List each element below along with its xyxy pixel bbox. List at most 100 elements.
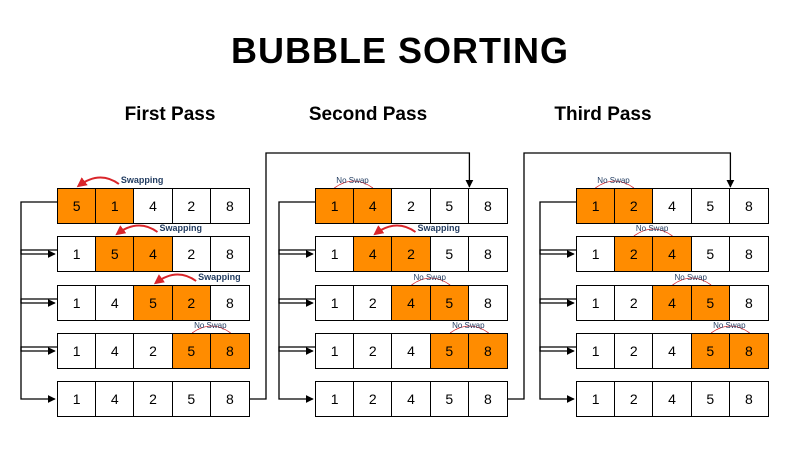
flow-arrow [20,201,57,258]
array-cell-compared: 8 [468,334,507,368]
array-cell: 5 [431,237,469,271]
array-cell: 8 [745,391,753,407]
array-cell: 1 [316,286,355,320]
no-swap-label: No Swap [713,321,746,330]
flow-arrow [20,249,57,307]
array-cell-compared: 1 [96,189,135,223]
array-cell-compared: 2 [172,286,211,320]
array-cell-compared: 2 [615,189,654,223]
array-cell: 1 [58,334,97,368]
array-cell: 5 [692,382,730,416]
pass-title: Second Pass [308,104,428,125]
swap-arrow [153,273,197,285]
pass-title: First Pass [124,104,216,125]
array-cell: 4 [392,382,431,416]
array-cell: 5 [173,382,211,416]
array-cell: 1 [58,286,97,320]
array-cell-compared: 8 [729,334,768,368]
array-cell: 2 [173,237,211,271]
flow-arrow [20,346,57,403]
array-cell: 5 [431,382,469,416]
no-swap-label: No Swap [597,176,630,185]
array-cell: 1 [58,382,97,416]
array-cell: 8 [745,295,753,311]
array-cell-compared: 4 [134,237,173,271]
array-cell: 1 [577,334,616,368]
flow-arrow [539,298,576,355]
swap-label: Swapping [120,175,164,185]
array-cell-compared: 5 [172,334,211,368]
array-cell: 1 [316,334,355,368]
flow-arrow [278,346,315,403]
array-cell: 4 [96,286,135,320]
array-cell: 8 [745,198,753,214]
array-cell: 8 [484,246,492,262]
array-cell-compared: 5 [58,189,97,223]
array-cell: 8 [226,391,234,407]
array-cell: 8 [484,295,492,311]
swap-label: Swapping [417,223,461,233]
array-cell: 2 [354,382,393,416]
array-cell: 4 [653,334,692,368]
array-cell-compared: 4 [392,286,431,320]
array-cell: 5 [431,189,469,223]
array-cell: 8 [745,246,753,262]
array-cell: 8 [226,246,234,262]
array-cell: 2 [354,334,393,368]
array-cell: 8 [226,198,234,214]
array-cell-compared: 4 [653,237,692,271]
array-cell: 4 [134,189,173,223]
no-swap-label: No Swap [635,224,669,233]
array-cell: 2 [615,334,654,368]
no-swap-label: No Swap [674,273,707,282]
array-cell: 1 [316,382,355,416]
array-cell: 2 [134,382,173,416]
array-cell: 5 [692,189,730,223]
array-cell-compared: 4 [354,237,393,271]
array-cell-compared: 1 [316,189,355,223]
swap-arrow [373,224,417,236]
array-cell: 2 [173,189,211,223]
swap-arrow [115,224,159,236]
array-cell: 2 [134,334,173,368]
pass-title: Third Pass [554,104,652,125]
array-cell-compared: 5 [134,286,173,320]
array-cell-compared: 2 [392,237,431,271]
array-cell: 5 [692,237,730,271]
array-cell: 2 [615,286,654,320]
no-swap-label: No Swap [452,321,485,330]
flow-arrow [278,249,315,307]
array-cell-compared: 5 [691,286,730,320]
no-swap-label: No Swap [336,176,369,185]
array-cell: 1 [316,237,355,271]
array-cell-compared: 2 [615,237,654,271]
no-swap-label: No Swap [194,321,227,330]
array-cell: 1 [577,286,616,320]
array-cell-compared: 8 [210,334,249,368]
array-cell: 1 [577,382,616,416]
array-cell: 4 [96,334,135,368]
array-cell-compared: 5 [430,286,469,320]
array-cell-compared: 4 [653,286,692,320]
array-cell-compared: 1 [577,189,616,223]
array-cell: 8 [484,391,492,407]
flow-arrow [278,201,315,258]
array-cell: 2 [354,286,393,320]
no-swap-label: No Swap [413,273,446,282]
flow-arrow [539,201,576,258]
